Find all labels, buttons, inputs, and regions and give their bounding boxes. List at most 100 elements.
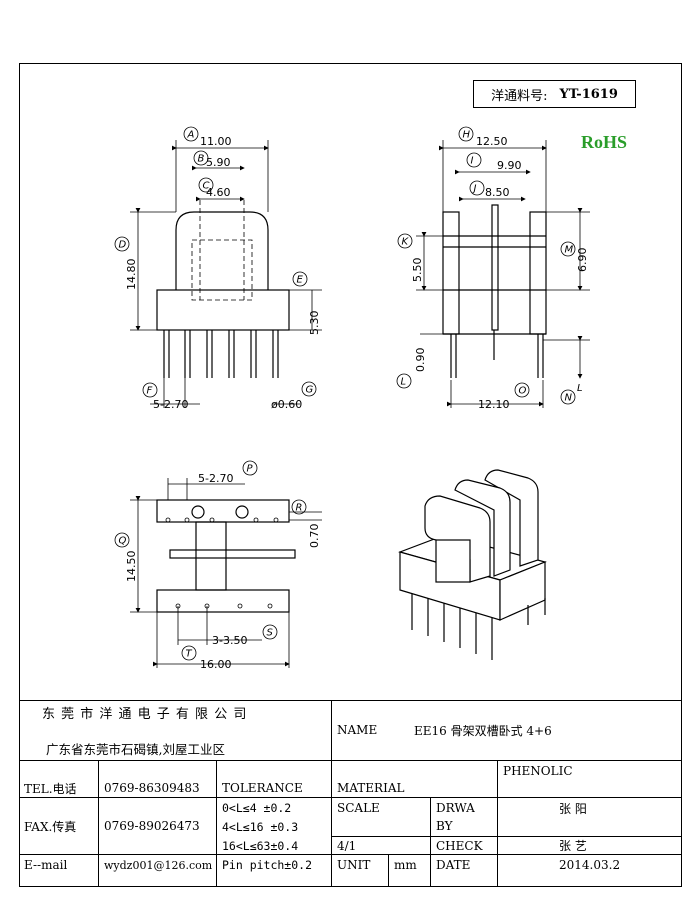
rohs-mark: RoHS	[581, 132, 628, 152]
callout-circle-m	[560, 241, 576, 257]
company-address: 广东省东莞市石碣镇,刘屋工业区	[46, 741, 225, 757]
front-base	[156, 289, 290, 331]
tolerance-row-4: Pin pitch±0.2	[222, 857, 313, 872]
callout-circle-h	[458, 126, 474, 142]
callout-circle-l	[396, 373, 412, 389]
name-label: NAME	[337, 723, 378, 737]
material-label: MATERIAL	[337, 781, 405, 795]
side-view: 12.50 9.90 8.50 5.50 6.90 0.90 12.10	[411, 135, 590, 411]
part-number-value: YT-1619	[559, 86, 618, 102]
dim-l-text: 0.90	[414, 348, 427, 373]
dim-a-text: 11.00	[200, 135, 232, 148]
isometric-view	[398, 469, 547, 660]
callout-circle-o	[514, 382, 530, 398]
callout-circle-p	[242, 460, 258, 476]
callout-label-q: Q	[119, 536, 127, 547]
date-label: DATE	[436, 858, 471, 872]
callout-circle-t	[181, 645, 197, 661]
front-top-flange	[175, 211, 269, 290]
callout-label-j: J	[472, 184, 477, 195]
drwa-label-2: BY	[436, 819, 453, 833]
technical-drawing: 11.00 5.90 4.60 14.80 5.30 5-2.70 ø0.60	[114, 126, 590, 671]
dim-c-text: 4.60	[206, 186, 231, 199]
callout-label-e: E	[297, 275, 304, 286]
unit-label: UNIT	[337, 858, 371, 872]
callout-label-i: I	[471, 156, 474, 167]
dim-p-text: 5-2.70	[198, 472, 233, 485]
callout-circle-s	[262, 624, 278, 640]
callout-label-l: L	[401, 377, 407, 388]
callout-label-d: D	[119, 240, 127, 251]
callout-circle-b	[193, 150, 209, 166]
dim-t-text: 16.00	[200, 658, 232, 671]
dim-b-text: 5.90	[206, 156, 231, 169]
callout-label-f: F	[147, 386, 153, 397]
date-value: 2014.03.2	[559, 858, 621, 872]
callout-label-g: G	[306, 385, 314, 396]
callout-label-b: B	[198, 154, 205, 165]
fax-value: 0769-89026473	[104, 819, 200, 833]
company-name: 东 莞 市 洋 通 电 子 有 限 公 司	[42, 706, 248, 722]
callout-circle-g	[301, 381, 317, 397]
fax-label: FAX.传真	[24, 819, 77, 834]
dim-f-text: 5-2.70	[153, 398, 188, 411]
front-core-window	[191, 239, 253, 301]
callout-circle-i	[466, 152, 482, 168]
tolerance-row-2: 4<L≤16 ±0.3	[222, 819, 299, 834]
dim-k-text: 5.50	[411, 258, 424, 283]
callout-circle-j	[469, 180, 485, 196]
callout-circle-d	[114, 236, 130, 252]
dim-q-text: 14.50	[125, 551, 138, 583]
dim-r-text: 0.70	[308, 524, 321, 549]
callout-label-t: T	[186, 649, 193, 660]
part-number-box: 洋通料号: YT-1619	[473, 80, 636, 108]
iso-pins	[411, 594, 546, 660]
tolerance-label: TOLERANCE	[222, 781, 303, 795]
front-view: 11.00 5.90 4.60 14.80 5.30 5-2.70 ø0.60	[125, 135, 322, 411]
name-value: EE16 骨架双槽卧式 4+6	[414, 723, 552, 738]
callout-circle-a	[183, 126, 199, 142]
callout-label-r: R	[296, 503, 303, 514]
bottom-view: 5-2.70 14.50 0.70 3-3.50 16.00	[125, 472, 322, 671]
callout-label-p: P	[247, 464, 254, 475]
dim-j-text: 8.50	[485, 186, 510, 199]
callout-label-o: O	[519, 386, 527, 397]
callout-circle-e	[292, 271, 308, 287]
front-pins	[163, 330, 279, 378]
dim-s-text: 3-3.50	[212, 634, 247, 647]
callout-label-a: A	[187, 130, 195, 141]
unit-value: mm	[394, 858, 417, 872]
tolerance-row-1: 0<L≤4 ±0.2	[222, 800, 292, 815]
tolerance-row-3: 16<L≤63±0.4	[222, 838, 299, 853]
callout-label-m: M	[565, 245, 574, 256]
scale-value: 4/1	[337, 838, 357, 853]
drawing-sheet-border	[19, 63, 682, 887]
dim-m-text: 6.90	[576, 248, 589, 273]
email-value: wydz001@126.com	[104, 858, 213, 872]
callout-label-n: N	[565, 393, 573, 404]
dim-o-text: 12.10	[478, 398, 510, 411]
callout-circle-k	[397, 233, 413, 249]
drwa-value: 张 阳	[559, 801, 587, 816]
callout-label-k: K	[402, 237, 410, 248]
callout-extra-n: L	[577, 383, 583, 394]
callout-label-c: C	[203, 181, 210, 192]
callout-label-s: S	[267, 628, 274, 639]
callout-circle-f	[142, 382, 158, 398]
tel-value: 0769-86309483	[104, 781, 200, 795]
scale-label: SCALE	[337, 801, 380, 815]
material-value: PHENOLIC	[503, 764, 573, 778]
callout-circle-c	[198, 177, 214, 193]
drwa-label-1: DRWA	[436, 801, 475, 815]
dim-e-text: 5.30	[308, 311, 321, 336]
email-label: E--mail	[24, 858, 68, 872]
callout-circle-q	[114, 532, 130, 548]
check-label: CHECK	[436, 838, 483, 853]
callout-circle-n	[560, 389, 576, 405]
callout-circle-r	[291, 499, 307, 515]
dim-h-text: 12.50	[476, 135, 508, 148]
dim-i-text: 9.90	[497, 159, 522, 172]
check-value: 张 艺	[559, 839, 587, 853]
callout-label-h: H	[463, 130, 471, 141]
